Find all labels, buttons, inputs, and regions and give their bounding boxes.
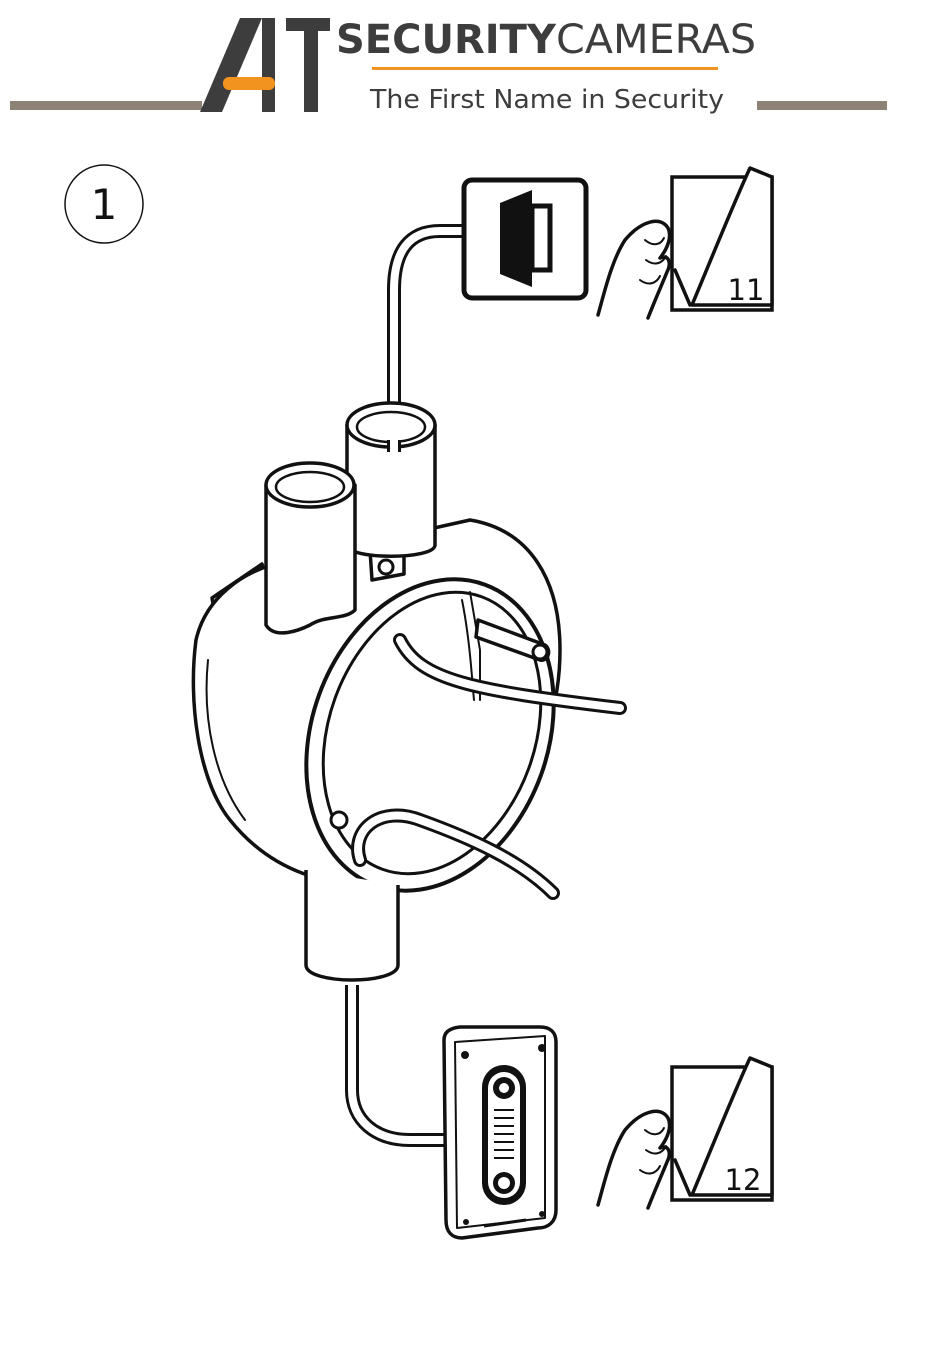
header-rule-left bbox=[10, 101, 202, 110]
brand-name-light: CAMERAS bbox=[556, 17, 756, 63]
header: SECURITY CAMERAS The First Name in Secur… bbox=[10, 17, 887, 115]
page-ref-11: 11 bbox=[728, 273, 765, 307]
brand-name-bold: SECURITY bbox=[336, 17, 557, 63]
door-access-icon bbox=[464, 180, 586, 298]
a1-logo-icon bbox=[200, 18, 330, 112]
page-ref-12: 12 bbox=[725, 1163, 762, 1197]
step-number: 1 bbox=[91, 180, 118, 229]
hand-page-icon: 11 bbox=[598, 168, 772, 318]
header-rule-right bbox=[757, 101, 887, 110]
hand-page-icon-2: 12 bbox=[598, 1058, 772, 1208]
step-indicator: 1 bbox=[65, 165, 143, 243]
brand-tagline: The First Name in Security bbox=[369, 85, 724, 115]
door-station-icon bbox=[444, 1027, 556, 1238]
junction-box-icon bbox=[193, 520, 595, 926]
brand-underline bbox=[372, 67, 718, 70]
